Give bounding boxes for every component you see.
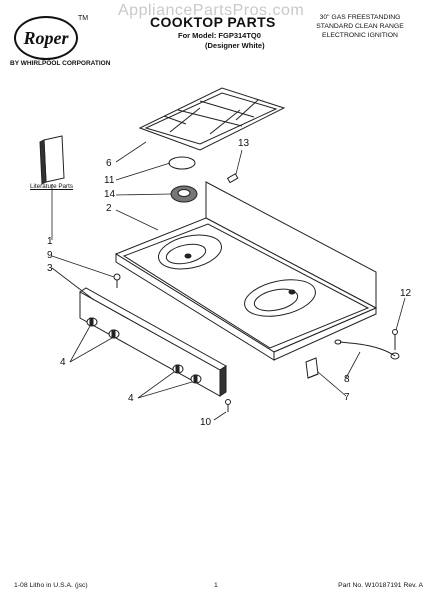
leader-lines bbox=[51, 141, 406, 421]
description-line: STANDARD CLEAN RANGE bbox=[316, 23, 404, 30]
watermark: AppliancePartsPros.com bbox=[118, 2, 305, 19]
model-variant: (Designer White) bbox=[205, 41, 265, 50]
callout-number: 11 bbox=[104, 175, 115, 186]
callout-number: 14 bbox=[104, 189, 116, 200]
callout-number: 9 bbox=[47, 250, 53, 261]
literature-booklet bbox=[39, 135, 65, 185]
trademark-mark: TM bbox=[78, 15, 89, 22]
callout-number: 7 bbox=[344, 392, 350, 403]
callout-number: 3 bbox=[47, 263, 53, 274]
callout-number: 4 bbox=[60, 357, 66, 368]
callout-number: 12 bbox=[400, 288, 412, 299]
callout-number: 2 bbox=[106, 203, 112, 214]
burner-cap bbox=[168, 156, 196, 170]
callout-number: 4 bbox=[128, 393, 134, 404]
callout-number: 13 bbox=[238, 138, 250, 149]
brand-tagline: BY WHIRLPOOL CORPORATION bbox=[10, 60, 111, 67]
description-line: ELECTRONIC IGNITION bbox=[322, 32, 398, 39]
cooktop-panel bbox=[114, 181, 378, 361]
panel-screw bbox=[225, 399, 231, 412]
spark-igniter bbox=[226, 173, 239, 184]
callout-number: 6 bbox=[106, 158, 112, 169]
callout-number: 8 bbox=[344, 374, 350, 385]
brand-logo: Roper bbox=[14, 16, 78, 60]
spark-electrode-wire bbox=[334, 329, 400, 360]
literature-parts-label: Literature Parts bbox=[30, 183, 74, 190]
product-description: 30" GAS FREESTANDING STANDARD CLEAN RANG… bbox=[295, 13, 425, 40]
manifold-panel bbox=[79, 287, 227, 397]
callout-number: 1 bbox=[47, 236, 53, 247]
surface-burner bbox=[170, 185, 198, 203]
footer-part-number: Part No. W10187191 Rev. A bbox=[338, 582, 423, 589]
description-line: 30" GAS FREESTANDING bbox=[319, 14, 401, 21]
mounting-screw bbox=[113, 273, 121, 288]
callout-number: 10 bbox=[200, 417, 212, 428]
control-knobs bbox=[86, 317, 202, 384]
burner-grate bbox=[138, 87, 286, 151]
page-title: COOKTOP PARTS bbox=[150, 14, 276, 30]
footer-print-info: 1-08 Litho in U.S.A. (jsc) bbox=[14, 582, 88, 589]
brand-logo-text: Roper bbox=[23, 27, 69, 48]
footer-page-number: 1 bbox=[214, 582, 218, 589]
model-number: For Model: FGP314TQ0 bbox=[178, 31, 261, 40]
mounting-bracket bbox=[305, 357, 319, 379]
